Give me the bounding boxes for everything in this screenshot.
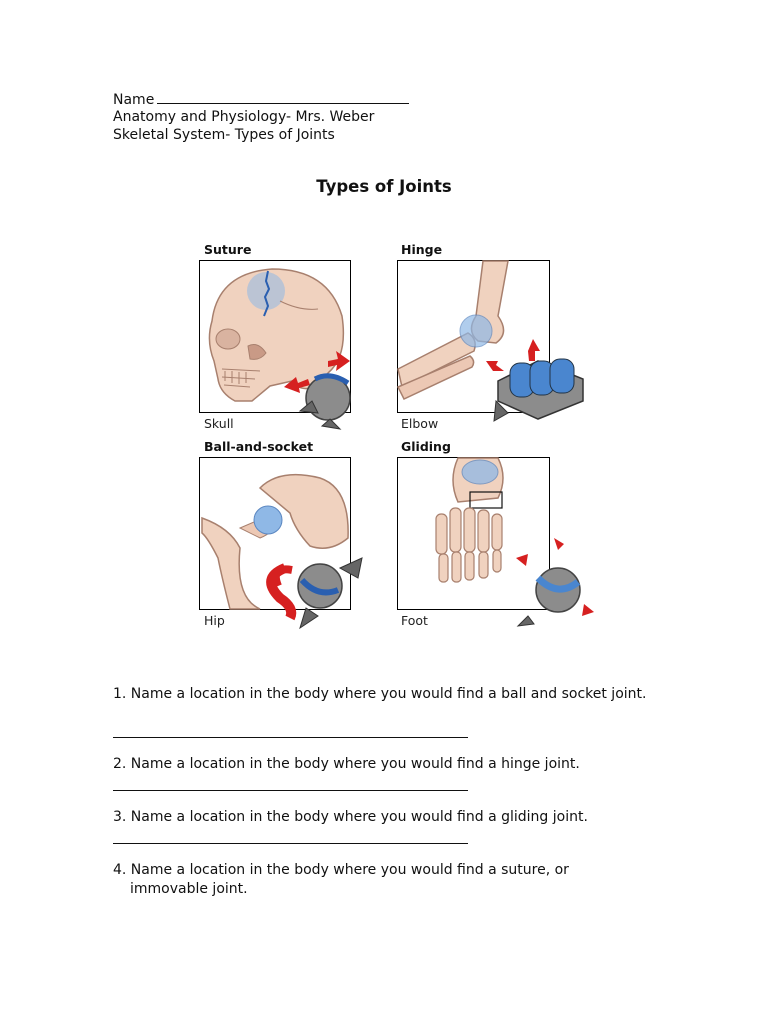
gliding-caption: Foot [401,613,428,628]
elbow-illustration [396,260,584,422]
hinge-label: Hinge [401,242,443,257]
answer-line-3[interactable] [113,843,468,844]
hip-illustration [201,473,363,630]
suture-label: Suture [204,242,252,257]
gliding-panel [397,457,594,627]
foot-illustration [435,457,594,627]
page-title: Types of Joints [316,177,452,196]
name-label: Name [113,92,155,108]
hinge-panel [396,260,584,422]
question-4-line-1: 4. Name a location in the body where you… [113,862,569,878]
question-1: 1. Name a location in the body where you… [113,686,647,702]
unit-line: Skeletal System- Types of Joints [113,127,335,143]
ball-socket-caption: Hip [204,613,225,628]
name-field[interactable]: Name [113,90,410,109]
question-2: 2. Name a location in the body where you… [113,756,580,772]
question-3: 3. Name a location in the body where you… [113,809,588,825]
skull-illustration [208,268,351,430]
question-4: 4. Name a location in the body where you… [113,861,673,899]
name-blank-line[interactable] [157,90,410,104]
answer-line-1[interactable] [113,737,468,738]
question-4-line-2: immovable joint. [130,881,248,897]
ball-socket-panel [199,457,363,630]
course-line: Anatomy and Physiology- Mrs. Weber [113,109,375,125]
suture-caption: Skull [204,416,234,431]
hinge-caption: Elbow [401,416,439,431]
suture-panel [199,260,351,430]
gliding-label: Gliding [401,439,451,454]
answer-line-2[interactable] [113,790,468,791]
ball-socket-label: Ball-and-socket [204,439,314,454]
